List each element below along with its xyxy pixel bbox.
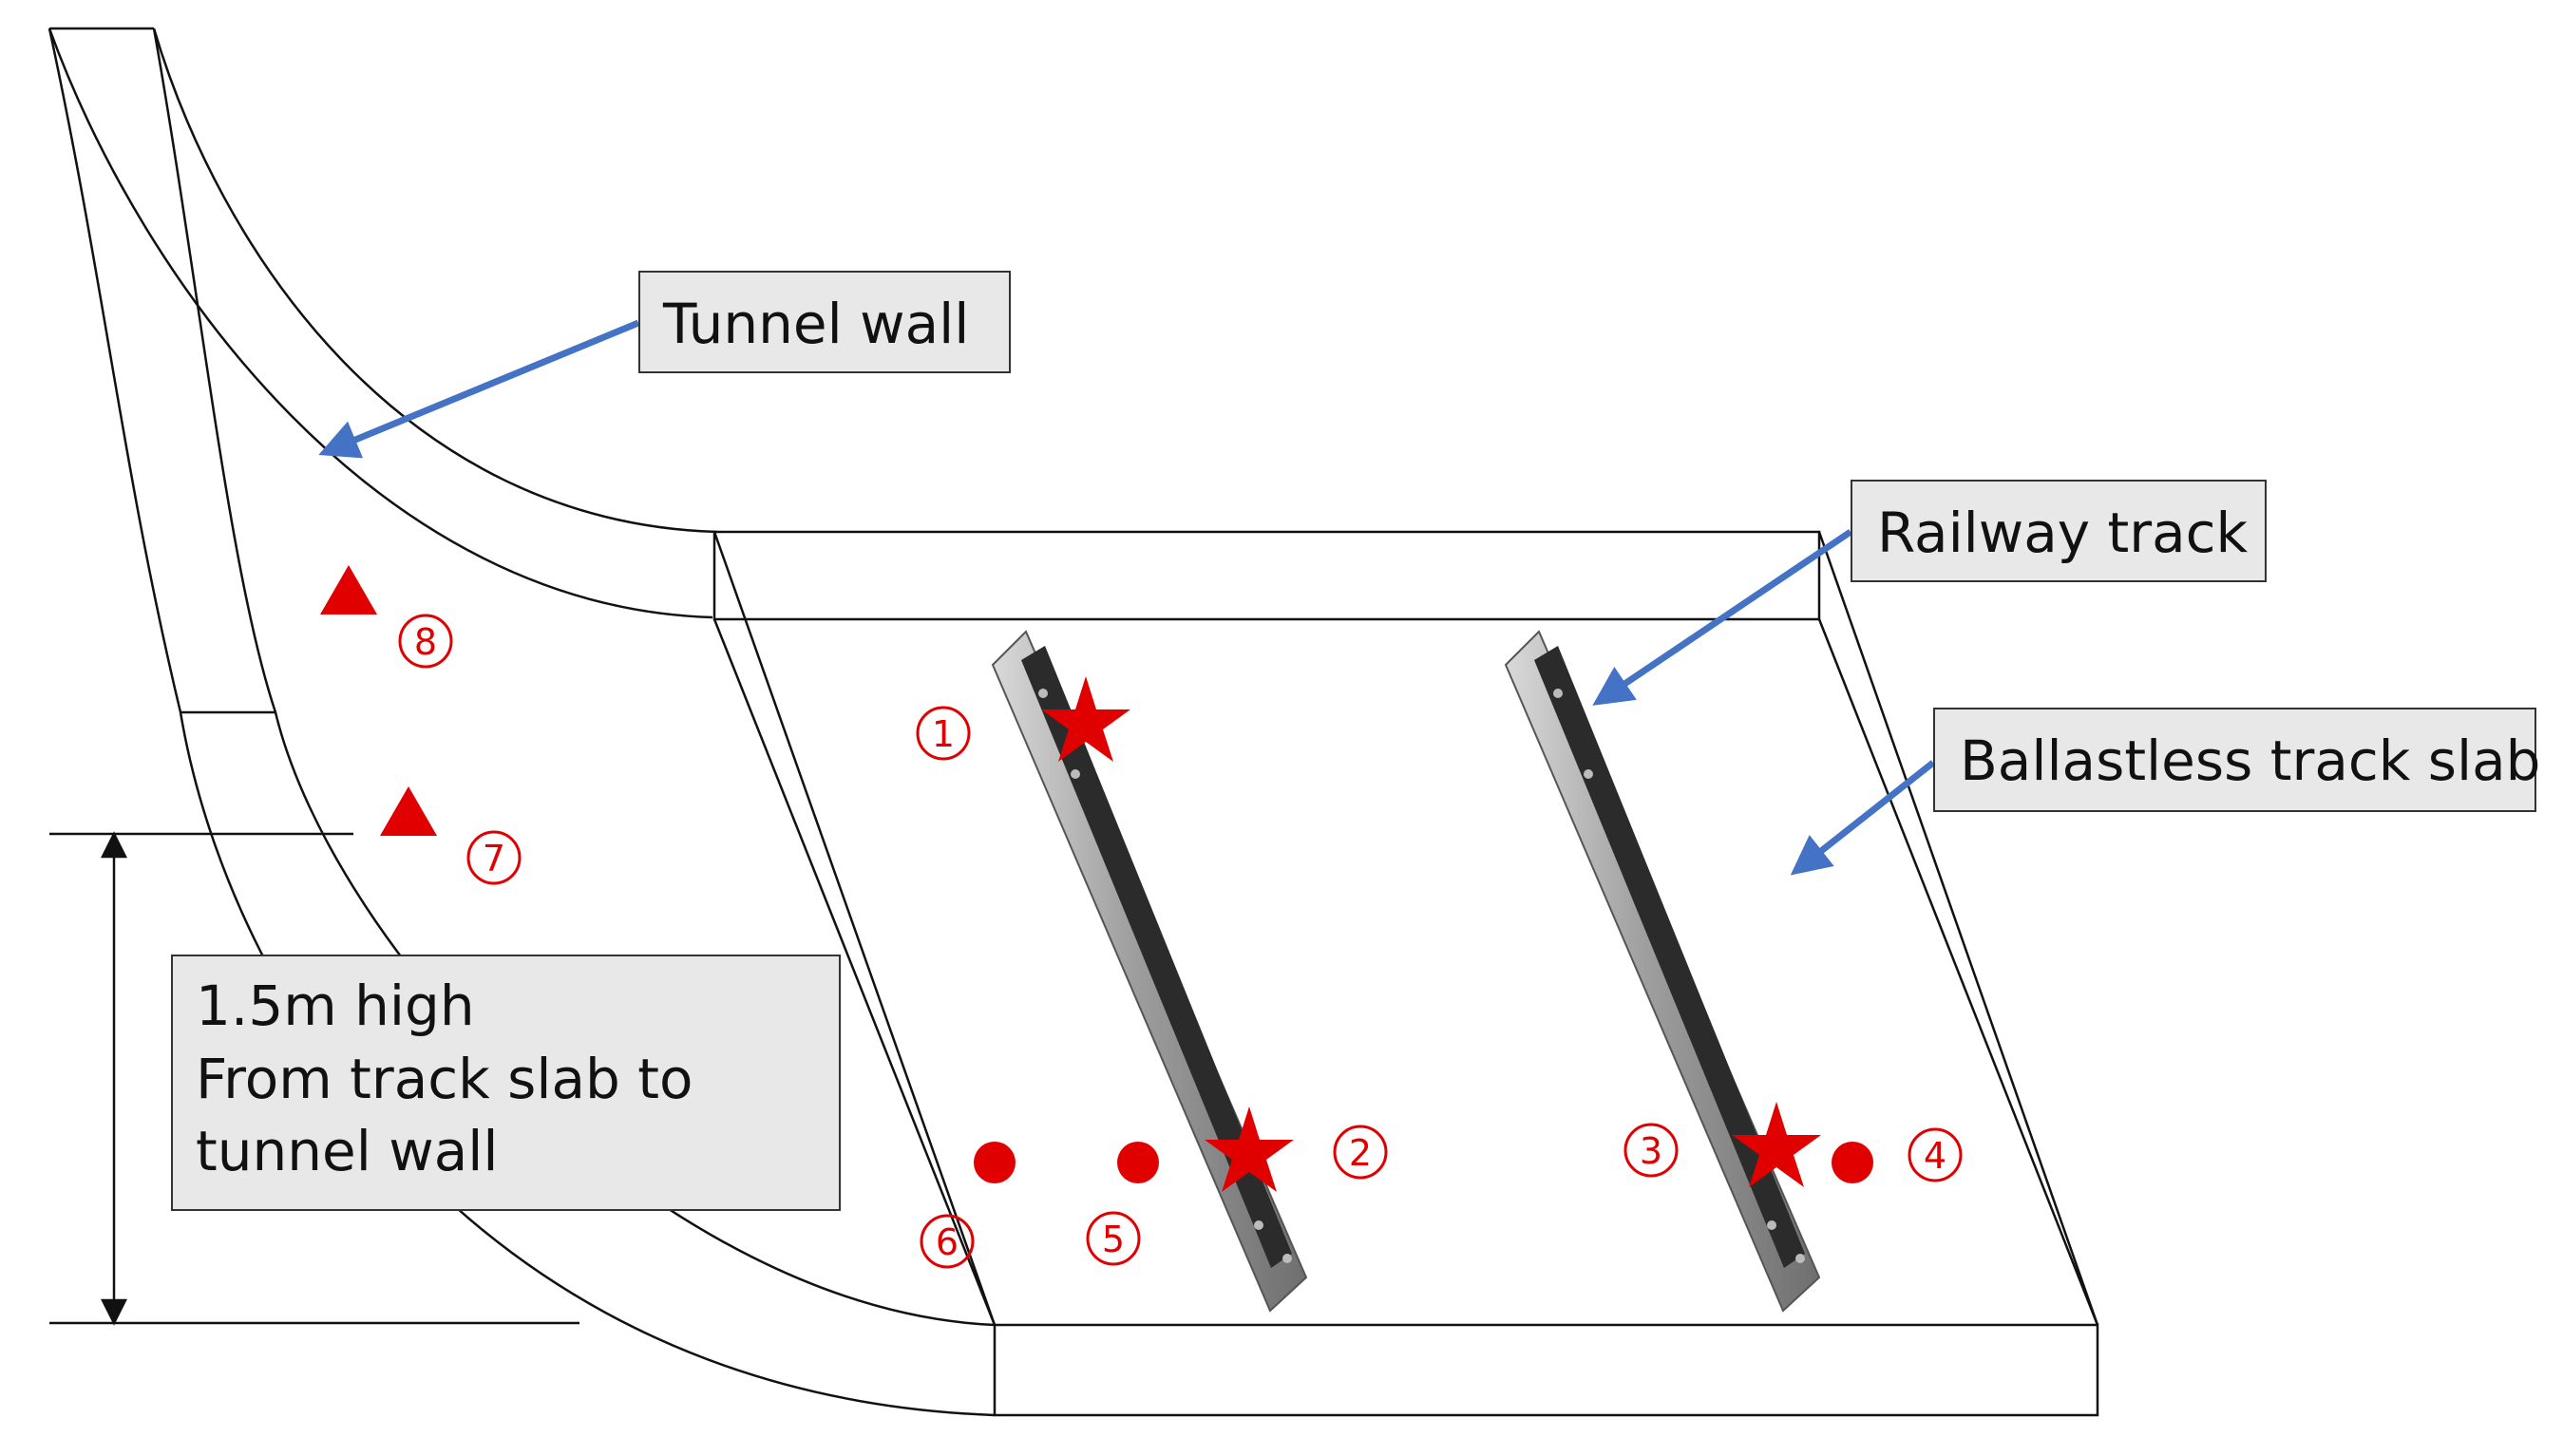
sensor-4-circle-icon bbox=[1832, 1142, 1873, 1183]
sensor-3-label: 3 bbox=[1623, 1123, 1679, 1178]
sensor-6-label: 6 bbox=[920, 1214, 975, 1269]
sensor-4-label: 4 bbox=[1908, 1127, 1963, 1182]
rail-left bbox=[991, 630, 1308, 1313]
sensor-1-number: 1 bbox=[932, 713, 955, 755]
tunnel-wall bbox=[47, 27, 996, 1417]
sensor-2-label: 2 bbox=[1333, 1125, 1388, 1180]
sensor-5-circle-icon bbox=[1117, 1142, 1159, 1183]
height-note-line-1: 1.5m high bbox=[196, 974, 475, 1038]
sensor-markers bbox=[320, 565, 1873, 1192]
sensor-3-star-icon bbox=[1732, 1102, 1821, 1187]
track-slab bbox=[712, 530, 2099, 1417]
sensor-3-number: 3 bbox=[1640, 1130, 1662, 1172]
ballastless-slab-label: Ballastless track slab bbox=[1960, 728, 2541, 793]
sensor-1-star-icon bbox=[1041, 676, 1130, 762]
sensor-4-number: 4 bbox=[1924, 1135, 1946, 1177]
callout-arrows bbox=[318, 319, 1936, 876]
tunnel-wall-callout: Tunnel wall bbox=[638, 271, 1011, 373]
sensor-1-label: 1 bbox=[916, 706, 971, 761]
sensor-8-label: 8 bbox=[398, 614, 453, 669]
railway-track-arrow bbox=[1592, 529, 1852, 706]
sensor-6-number: 6 bbox=[936, 1221, 959, 1263]
railway-track-callout: Railway track bbox=[1851, 480, 2267, 582]
ballastless-slab-arrow bbox=[1790, 760, 1936, 876]
sensor-labels: 1 2 3 4 5 6 7 8 bbox=[398, 614, 1963, 1269]
height-dimension bbox=[49, 831, 579, 1326]
tunnel-wall-arrow bbox=[318, 319, 640, 459]
sensor-2-star-icon bbox=[1205, 1106, 1294, 1192]
sensor-7-triangle-icon bbox=[380, 786, 437, 836]
tunnel-wall-label: Tunnel wall bbox=[663, 292, 970, 356]
height-note-line-2: From track slab to bbox=[196, 1046, 693, 1111]
ballastless-slab-callout: Ballastless track slab bbox=[1933, 708, 2541, 812]
sensor-7-label: 7 bbox=[466, 830, 522, 885]
sensor-2-number: 2 bbox=[1349, 1132, 1372, 1174]
sensor-6-circle-icon bbox=[974, 1142, 1016, 1183]
height-note-line-3: tunnel wall bbox=[196, 1119, 499, 1184]
sensor-5-label: 5 bbox=[1086, 1211, 1141, 1266]
sensor-8-number: 8 bbox=[414, 621, 437, 663]
railway-track-label: Railway track bbox=[1877, 501, 2249, 565]
height-note-callout: 1.5m high From track slab to tunnel wall bbox=[171, 955, 841, 1211]
rail-right bbox=[1504, 630, 1821, 1313]
sensor-7-number: 7 bbox=[483, 838, 505, 879]
sensor-5-number: 5 bbox=[1102, 1219, 1125, 1260]
sensor-8-triangle-icon bbox=[320, 565, 377, 615]
